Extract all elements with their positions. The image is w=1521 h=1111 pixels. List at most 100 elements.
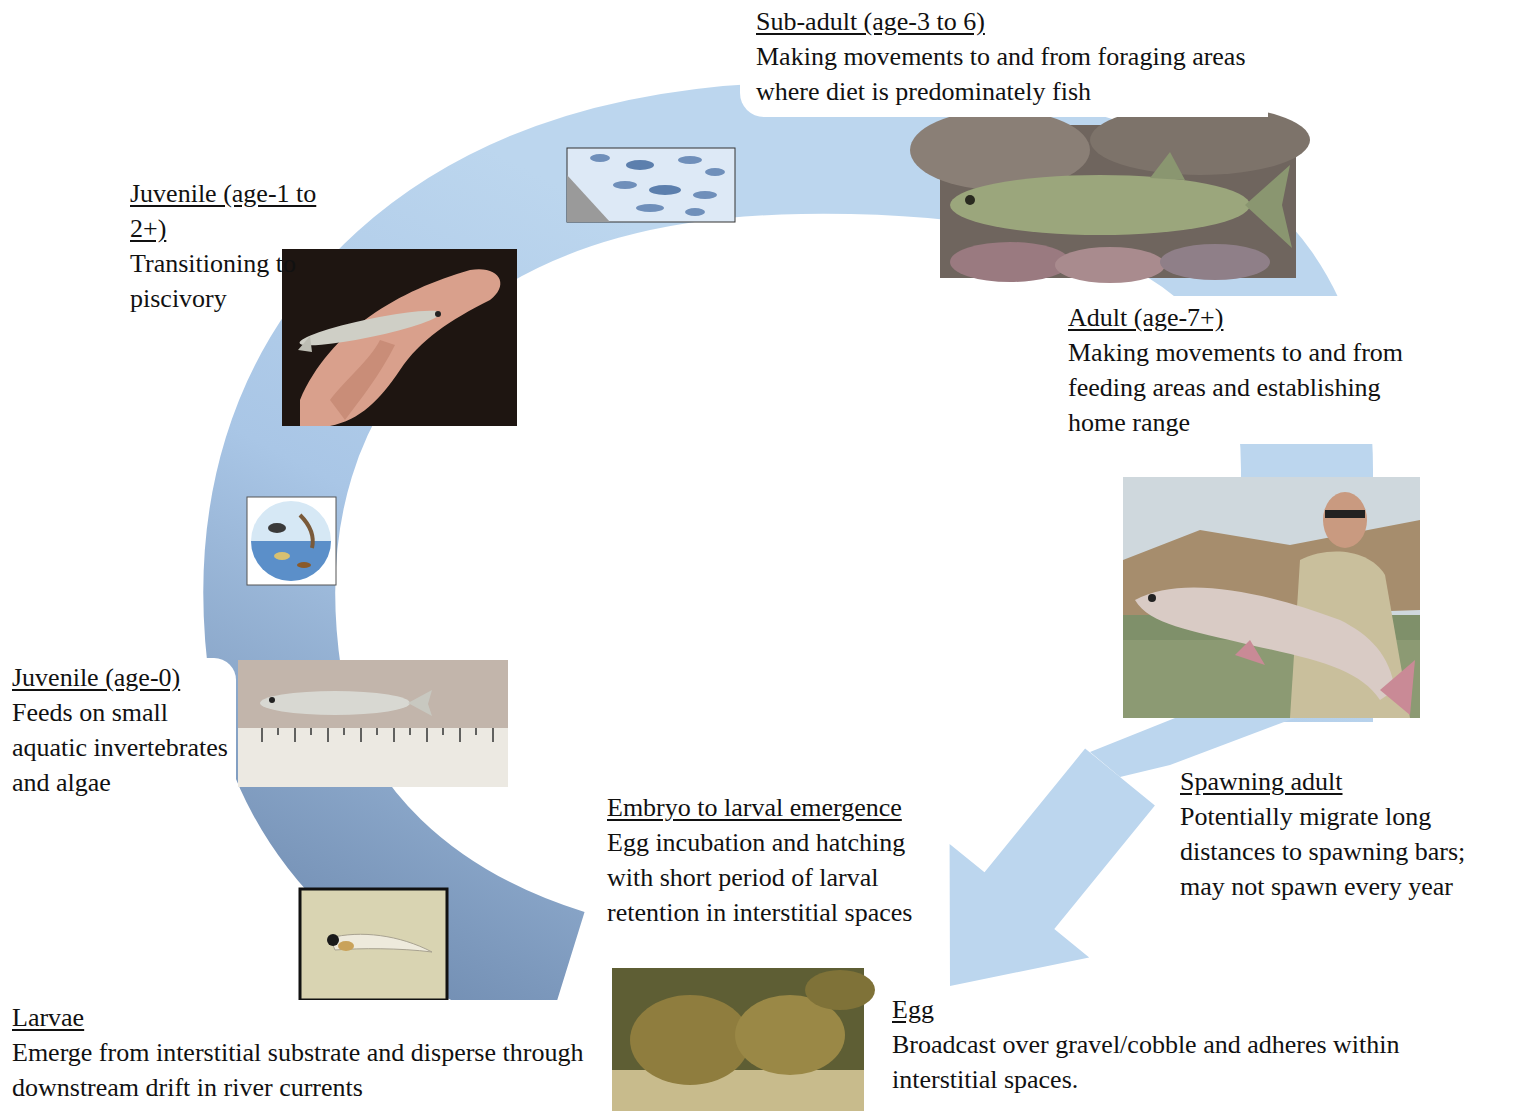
invertebrate-icon-part [251, 541, 331, 581]
stage-heading: Sub-adult (age-3 to 6) [756, 4, 1256, 39]
spawning-adult-photo-part [1148, 594, 1156, 602]
age0-photo-part-part [277, 728, 279, 735]
age0-photo-part-part [426, 728, 428, 742]
juvenile-stage: Juvenile (age-1 to 2+)Transitioning to p… [122, 172, 367, 320]
age0-photo-part [238, 728, 508, 787]
age0-photo-part-part [393, 728, 395, 742]
stage-heading: Juvenile (age-1 to 2+) [130, 176, 359, 246]
fish-school-inset-part [678, 156, 702, 164]
stage-description: Feeds on small aquatic invertebrates and… [12, 695, 228, 800]
fish-school-inset-part [567, 148, 735, 222]
age0-photo-part-part [459, 728, 461, 742]
stage-description: Potentially migrate long distances to sp… [1180, 799, 1512, 904]
invertebrate-icon-part [268, 523, 286, 533]
invertebrate-icon-part [274, 552, 290, 560]
spawning-stage: Spawning adultPotentially migrate long d… [1120, 762, 1516, 906]
age0-photo-part-part [310, 728, 312, 735]
sub-adult-photo [910, 105, 1310, 283]
invertebrate-icon-part [247, 497, 336, 585]
adult-stage: Adult (age-7+)Making movements to and fr… [1058, 296, 1416, 444]
stage-heading: Egg [892, 992, 1496, 1027]
embryo-photo-part [612, 1070, 864, 1111]
age0-photo-part [262, 728, 493, 742]
fish-school-inset-part [649, 185, 681, 195]
larva-photo [300, 889, 447, 1000]
sub-adult-photo-part [950, 175, 1250, 235]
age0-photo-part [269, 697, 275, 703]
stage-heading: Embryo to larval emergence [607, 790, 934, 825]
age0-photo-part-part [327, 728, 329, 742]
stage-heading: Larvae [12, 1000, 600, 1035]
embryo-stage: Embryo to larval emergenceEgg incubation… [598, 788, 943, 932]
fish-school-inset-part [590, 154, 610, 162]
juvenile-photo-part [330, 340, 395, 420]
stage-description: Making movements to and from foraging ar… [756, 39, 1256, 109]
age0-photo-part-part [294, 728, 296, 742]
spawning-adult-photo-part [1325, 510, 1365, 518]
sub-adult-photo-part [1160, 244, 1270, 280]
age0-photo-part-part [343, 728, 345, 735]
stage-heading: Juvenile (age-0) [12, 660, 228, 695]
embryo-photo-part [805, 970, 875, 1010]
fish-school-inset-part [567, 175, 610, 222]
spawning-adult-photo-part [1380, 660, 1415, 715]
invertebrate-icon-part [251, 501, 331, 581]
age0-photo-part-part [492, 728, 494, 742]
fish-school-inset-part [613, 181, 637, 189]
larva-photo-part [327, 934, 339, 946]
larva-photo-part [300, 889, 447, 1000]
fish-school-inset-part [636, 204, 664, 212]
larva-photo-part [338, 941, 354, 951]
larvae-stage: LarvaeEmerge from interstitial substrate… [4, 1000, 608, 1105]
juvenile-photo-part [435, 311, 441, 317]
fish-school-inset-part [705, 168, 725, 176]
age0-photo-part-part [442, 728, 444, 735]
spawning-adult-photo [1123, 477, 1420, 718]
age0-photo-part-part [409, 728, 411, 735]
fish-school-inset [567, 148, 735, 222]
sub-adult-photo-part [965, 195, 975, 205]
juvenile-age0-stage: Juvenile (age-0)Feeds on small aquatic i… [4, 658, 236, 804]
spawning-adult-photo-part [1323, 492, 1367, 548]
spawning-adult-photo-part [1123, 477, 1420, 718]
cycle-arrow [950, 749, 1155, 986]
larva-photo-part [330, 934, 432, 952]
age0-photo [238, 660, 508, 787]
invertebrate-icon-part [300, 515, 313, 548]
juvenile-photo [282, 249, 517, 426]
age0-photo-part-part [376, 728, 378, 735]
stage-heading: Adult (age-7+) [1068, 300, 1406, 335]
juvenile-photo-part [282, 249, 517, 426]
stage-description: Transitioning to piscivory [130, 246, 359, 316]
stage-heading: Spawning adult [1180, 764, 1512, 799]
age0-photo-part [238, 660, 508, 787]
embryo-photo-part [630, 995, 750, 1085]
fish-school-inset-part [693, 191, 717, 199]
fish-school-inset-part [626, 160, 654, 170]
juvenile-photo-part [300, 269, 500, 426]
spawning-adult-photo-part [1135, 587, 1395, 700]
stage-description: Emerge from interstitial substrate and d… [12, 1035, 600, 1105]
invertebrate-icon [247, 497, 336, 585]
sub-adult-photo-part [1150, 152, 1185, 180]
age0-photo-part-part [360, 728, 362, 742]
juvenile-photo-part [298, 304, 443, 352]
age0-photo-part-part [261, 728, 263, 742]
age0-photo-part [408, 690, 432, 716]
age0-photo-part [260, 691, 410, 715]
spawning-adult-photo-part [1235, 640, 1265, 665]
egg-stage: EggBroadcast over gravel/cobble and adhe… [880, 990, 1508, 1099]
embryo-photo [612, 968, 875, 1111]
sub-adult-stage: Sub-adult (age-3 to 6)Making movements t… [740, 0, 1268, 117]
juvenile-photo-part [298, 336, 312, 352]
fish-school-inset-part [685, 208, 705, 216]
sub-adult-photo-part [950, 242, 1070, 282]
stage-description: Egg incubation and hatching with short p… [607, 825, 934, 930]
sub-adult-photo-part [1245, 165, 1292, 248]
stage-description: Broadcast over gravel/cobble and adheres… [892, 1027, 1496, 1097]
sub-adult-photo-part [1055, 247, 1165, 283]
age0-photo-part-part [475, 728, 477, 735]
